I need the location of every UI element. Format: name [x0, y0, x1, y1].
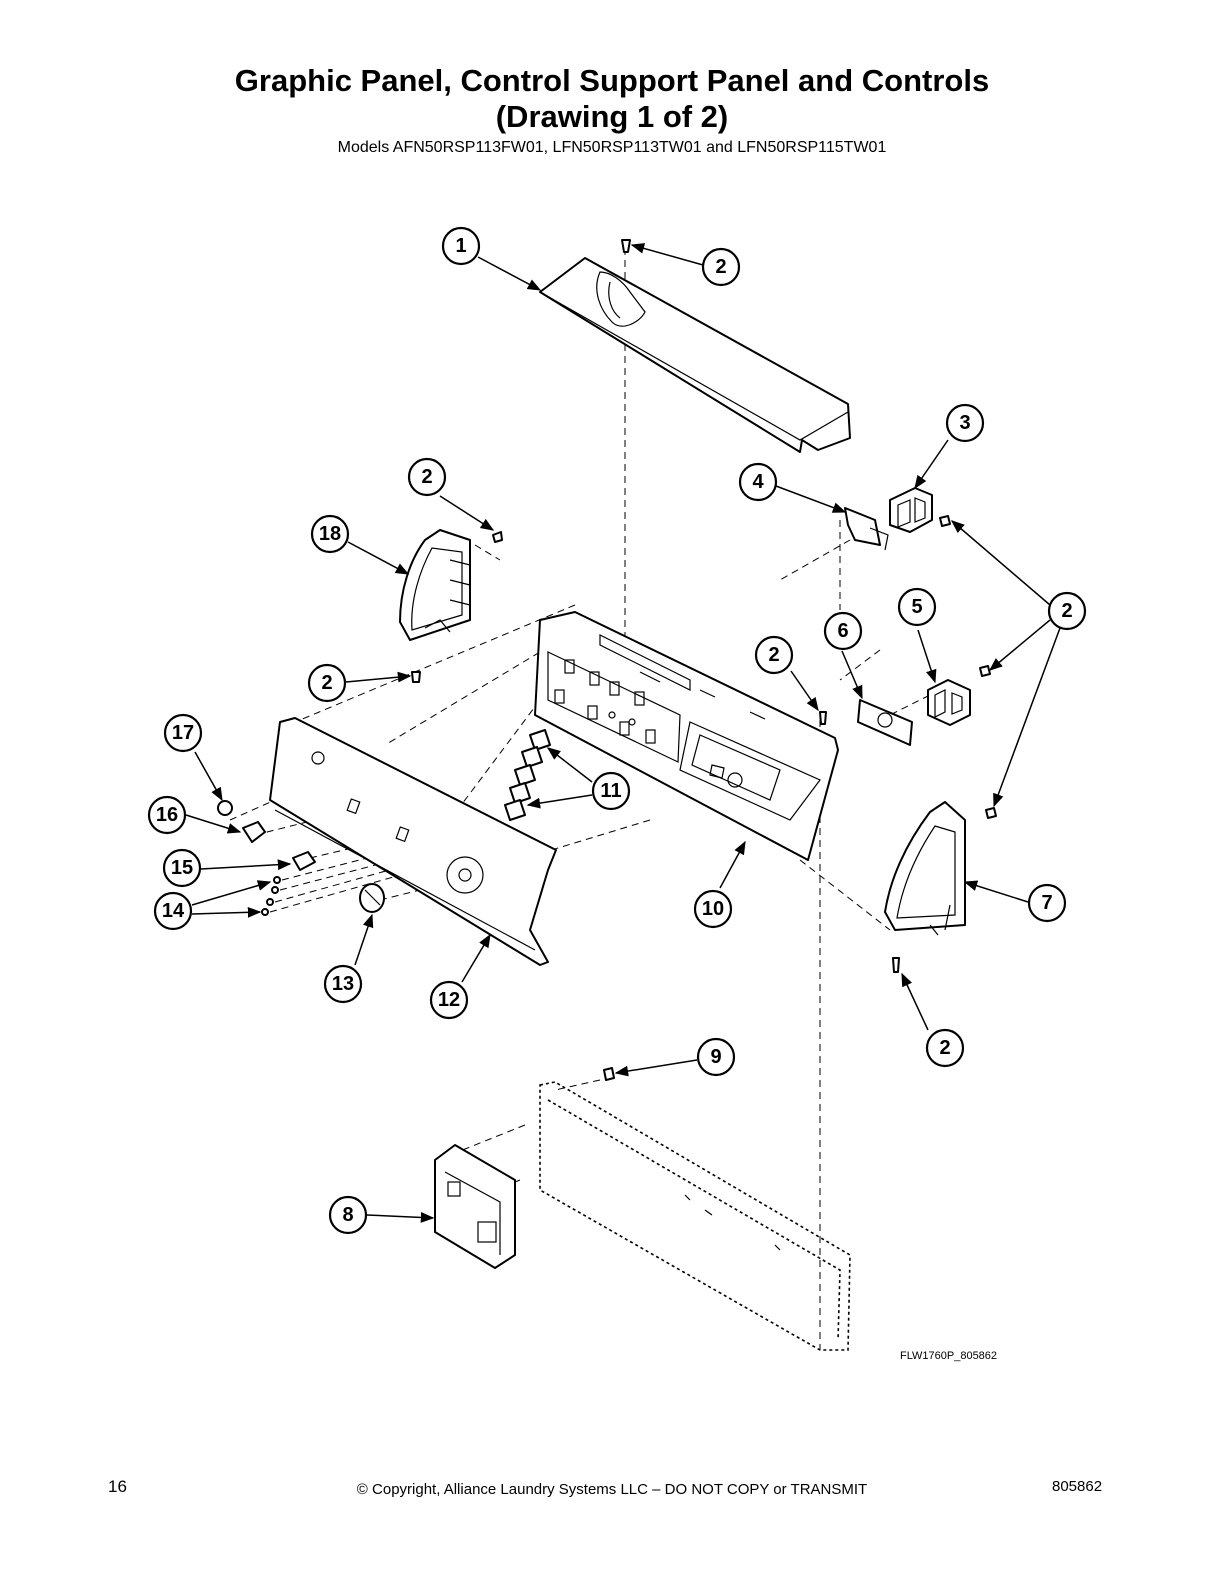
svg-text:16: 16	[156, 804, 178, 826]
svg-text:2: 2	[715, 256, 726, 278]
svg-text:2: 2	[768, 644, 779, 666]
figure-code: FLW1760P_805862	[900, 1350, 998, 1362]
svg-text:3: 3	[959, 412, 970, 434]
callout-17: 17	[163, 713, 203, 753]
callout-11: 11	[591, 771, 631, 811]
button-set-part-11	[504, 729, 551, 821]
callout-2-bottom-right: 2	[925, 1028, 965, 1068]
svg-text:12: 12	[438, 989, 460, 1011]
callout-16: 16	[147, 795, 187, 835]
plate-part-6	[857, 699, 913, 746]
rear-panel-part-9	[539, 1081, 851, 1351]
callout-2-left-upper: 2	[407, 457, 447, 497]
svg-text:13: 13	[332, 973, 354, 995]
callout-14: 14	[153, 891, 193, 931]
svg-text:17: 17	[172, 722, 194, 744]
callout-4: 4	[738, 462, 778, 502]
control-board-part-8	[434, 1144, 516, 1269]
callout-6: 6	[823, 611, 863, 651]
svg-text:7: 7	[1041, 892, 1052, 914]
knob-part-13	[359, 883, 385, 913]
svg-text:1: 1	[455, 235, 466, 257]
document-number: 805862	[1052, 1478, 1103, 1495]
page-title-drawing-number: (Drawing 1 of 2)	[495, 99, 729, 134]
right-end-cap-part	[884, 801, 966, 936]
callout-2-top: 2	[701, 247, 741, 287]
svg-text:2: 2	[421, 466, 432, 488]
graphic-panel-part	[269, 717, 557, 966]
switch-part-3	[889, 487, 933, 533]
switch-part-5	[927, 679, 971, 726]
bracket-part-4	[844, 507, 889, 551]
svg-text:4: 4	[752, 471, 764, 493]
svg-text:2: 2	[939, 1037, 950, 1059]
svg-text:10: 10	[702, 898, 724, 920]
models-subtitle: Models AFN50RSP113FW01, LFN50RSP113TW01 …	[337, 139, 887, 156]
svg-text:15: 15	[171, 857, 193, 879]
callout-15: 15	[162, 848, 202, 888]
callout-18: 18	[310, 514, 350, 554]
callout-8: 8	[328, 1195, 368, 1235]
callout-2-center: 2	[754, 635, 794, 675]
svg-text:6: 6	[837, 620, 848, 642]
screws-part-2	[411, 239, 997, 1081]
callout-2-left-lower: 2	[307, 663, 347, 703]
callout-9: 9	[696, 1037, 736, 1077]
callout-leaders	[185, 243, 1061, 1223]
copyright-notice: © Copyright, Alliance Laundry Systems LL…	[356, 1481, 868, 1498]
page-title: Graphic Panel, Control Support Panel and…	[234, 63, 990, 98]
callout-10: 10	[693, 889, 733, 929]
callout-7: 7	[1027, 883, 1067, 923]
svg-text:5: 5	[911, 596, 922, 618]
graphic-panel-cap-part	[539, 257, 851, 453]
svg-text:9: 9	[710, 1046, 721, 1068]
callout-13: 13	[323, 964, 363, 1004]
callout-5: 5	[897, 587, 937, 627]
svg-text:14: 14	[162, 900, 185, 922]
left-end-cap-part	[399, 529, 471, 641]
svg-text:11: 11	[600, 780, 621, 802]
callout-12: 12	[429, 980, 469, 1020]
svg-text:18: 18	[319, 523, 341, 545]
callout-2-right: 2	[1047, 591, 1087, 631]
switch-part-16	[242, 821, 266, 843]
callout-1: 1	[441, 226, 481, 266]
svg-text:2: 2	[1061, 600, 1072, 622]
svg-text:8: 8	[342, 1204, 353, 1226]
svg-text:2: 2	[321, 672, 332, 694]
callout-3: 3	[945, 403, 985, 443]
switch-part-15	[292, 851, 316, 871]
control-support-panel-part	[534, 611, 839, 861]
page-number: 16	[108, 1477, 127, 1496]
indicator-lights-part-14	[261, 876, 281, 916]
knob-part-17	[217, 800, 233, 816]
